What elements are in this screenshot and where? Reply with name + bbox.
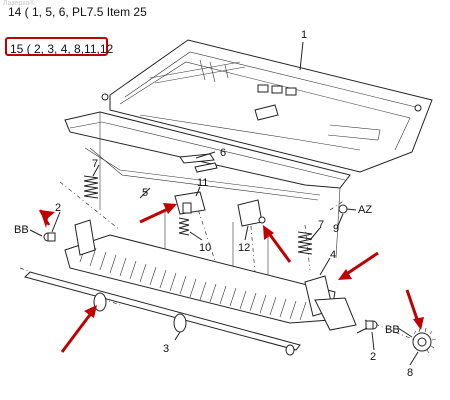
- callout-bb-left: BB: [14, 224, 29, 236]
- spring-left: [83, 175, 99, 199]
- pin-9: [338, 204, 357, 214]
- red-arrow-bracket-12: [263, 225, 292, 263]
- highlight-box: [5, 37, 108, 56]
- callout-7-left: 7: [92, 158, 98, 170]
- callout-2-left: 2: [55, 202, 61, 214]
- callout-7-right: 7: [318, 219, 324, 231]
- callout-12: 12: [238, 242, 250, 254]
- callout-8: 8: [407, 367, 413, 379]
- watermark-text: Лазерка®: [3, 0, 35, 7]
- bushing-left: [43, 232, 56, 242]
- callout-1: 1: [301, 29, 307, 41]
- red-arrow-left: [38, 209, 55, 228]
- callout-3: 3: [163, 343, 169, 355]
- callout-4: 4: [330, 249, 336, 261]
- spring-right: [297, 231, 313, 255]
- bushing-right: [365, 320, 378, 330]
- gear-8: [412, 327, 437, 354]
- callout-bb-right: BB: [385, 324, 400, 336]
- roller-shaft: [24, 271, 301, 356]
- parts-list-line-1: 14 ( 1, 5, 6, PL7.5 Item 25: [8, 5, 147, 19]
- guide-rack: [64, 219, 357, 331]
- callout-6: 6: [220, 147, 226, 159]
- parts-list-line-2: 15 ( 2, 3, 4, 8,11,12: [10, 42, 114, 56]
- callout-11: 11: [197, 177, 208, 189]
- callout-10: 10: [199, 242, 211, 254]
- shutter-frame: [64, 111, 351, 259]
- red-arrow-gear: [405, 289, 424, 330]
- callout-2-right: 2: [370, 351, 376, 363]
- red-arrow-bracket-11: [139, 203, 177, 224]
- callout-5: 5: [142, 187, 148, 199]
- red-arrow-part-4: [338, 251, 379, 280]
- callout-9: 9: [333, 223, 339, 235]
- bracket-11: [174, 191, 206, 215]
- spring-10: [178, 217, 190, 236]
- bracket-12: [237, 199, 266, 227]
- callout-az: AZ: [358, 204, 372, 216]
- top-cover-plate: [101, 39, 433, 173]
- red-arrow-shaft: [60, 305, 97, 353]
